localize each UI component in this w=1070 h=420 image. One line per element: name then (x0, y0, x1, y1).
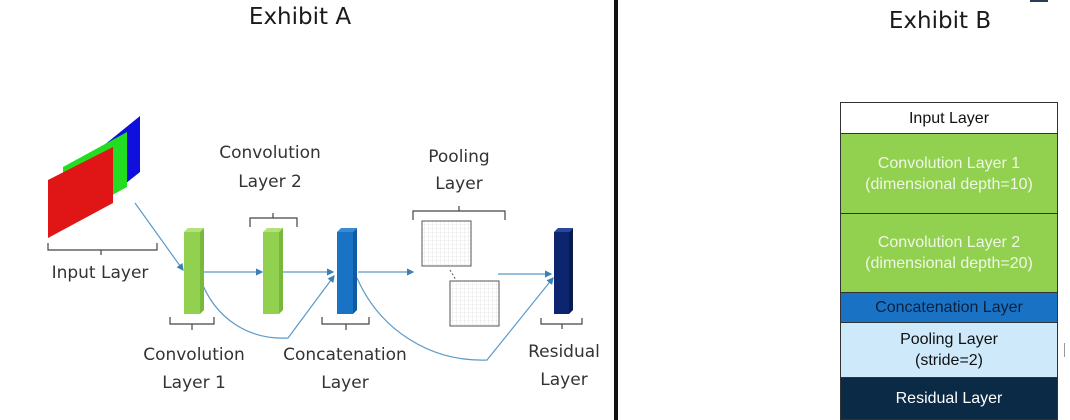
label-input: Input Layer (52, 263, 149, 283)
corner-mark (1030, 0, 1048, 2)
concat-block (337, 228, 357, 314)
label-residual-line1: Residual (528, 342, 600, 362)
label-conv1-line2: Layer 1 (162, 373, 226, 393)
layer-stack: Input Layer Convolution Layer 1 (dimensi… (840, 102, 1058, 420)
pooling-block (421, 220, 500, 327)
stack-sublabel: (stride=2) (914, 352, 984, 369)
panel-divider (614, 0, 618, 420)
input-plane-red (48, 147, 113, 238)
brace-input (47, 243, 158, 255)
label-concat-line1: Concatenation (283, 345, 407, 365)
stack-pool-layer: Pooling Layer (stride=2) (841, 322, 1057, 377)
stack-concat-layer: Concatenation Layer (841, 292, 1057, 322)
conv2-block (263, 228, 283, 314)
label-pool-line2: Layer (435, 174, 482, 194)
label-conv2-line1: Convolution (219, 143, 321, 163)
arrow-input-to-conv1 (134, 202, 184, 271)
input-layer-shape (48, 116, 140, 238)
conv1-block (184, 228, 204, 314)
stack-sublabel: (dimensional depth=10) (865, 175, 1033, 193)
stack-label: Convolution Layer 1 (877, 154, 1021, 172)
skip-conv1-to-concat (199, 275, 335, 339)
edge-mark (1064, 343, 1065, 357)
exhibit-b-title: Exhibit B (888, 8, 992, 34)
braces (47, 206, 583, 330)
stack-label: Input Layer (908, 109, 990, 127)
stack-sublabel: (dimensional depth=20) (865, 255, 1033, 272)
stack-input-layer: Input Layer (841, 103, 1057, 133)
exhibit-a-diagram: Input Layer Convolution Layer 1 Convolut… (47, 116, 600, 393)
stack-label: Concatenation Layer (875, 299, 1023, 316)
residual-block (554, 228, 573, 314)
brace-conv1 (169, 317, 215, 330)
brace-residual (540, 318, 583, 329)
stack-conv1-layer: Convolution Layer 1 (dimensional depth=1… (841, 133, 1057, 213)
connections (134, 202, 554, 361)
pool-grid-2 (449, 280, 500, 327)
stack-label: Convolution Layer 2 (877, 234, 1021, 251)
label-residual-line2: Layer (540, 370, 587, 390)
brace-concat (321, 317, 370, 330)
brace-pool (412, 206, 506, 220)
exhibit-a-title: Exhibit A (248, 4, 352, 30)
stack-label: Pooling Layer (900, 331, 998, 348)
labels: Input Layer Convolution Layer 1 Convolut… (52, 143, 600, 393)
pool-grid-1 (421, 220, 472, 267)
stack-residual-layer: Residual Layer (841, 377, 1057, 419)
stack-label: Residual Layer (895, 390, 1003, 407)
label-conv2-line2: Layer 2 (238, 172, 302, 192)
skip-concat-to-residual (356, 277, 554, 361)
label-conv1-line1: Convolution (143, 345, 245, 365)
label-pool-line1: Pooling (428, 147, 489, 167)
label-concat-line2: Layer (321, 373, 368, 393)
stack-conv2-layer: Convolution Layer 2 (dimensional depth=2… (841, 213, 1057, 292)
brace-conv2 (249, 213, 298, 227)
